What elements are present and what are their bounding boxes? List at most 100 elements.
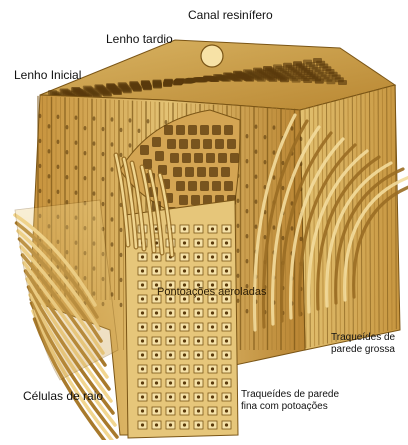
pit [255,125,258,129]
pit-aperture [183,395,186,398]
pit-aperture [141,311,144,314]
pit-aperture [155,409,158,412]
latewood-lumen [155,151,164,161]
pit-aperture [225,423,228,426]
label-thick-wall-line-2: parede grossa [331,344,395,356]
pit-aperture [183,423,186,426]
pit-aperture [155,395,158,398]
tracheid-lumen [163,82,172,87]
pit [93,141,96,145]
pit [48,124,51,128]
pit [75,141,78,145]
pit-aperture [169,311,172,314]
pit [264,235,267,239]
latewood-lumen [164,125,173,135]
pit-aperture [211,395,214,398]
pit [66,175,69,179]
pit-aperture [197,353,200,356]
pit [120,128,123,132]
pit [255,175,258,179]
pit [246,159,249,163]
pit [48,199,51,203]
tracheid-lumen [213,74,222,79]
pit-aperture [183,311,186,314]
tracheid-lumen [223,72,232,77]
pit [282,186,285,190]
label-resin-canal: Canal resinífero [188,9,273,23]
latewood-lumen [185,167,194,177]
pit-aperture [225,367,228,370]
tracheid-lumen [153,84,162,89]
pit-aperture [197,423,200,426]
pit [48,174,51,178]
pit-aperture [211,339,214,342]
pit [129,143,132,147]
pit [57,165,60,169]
pit-aperture [211,353,214,356]
pit [84,126,87,130]
pit [291,226,294,230]
pit-aperture [183,339,186,342]
pit [282,236,285,240]
pit [120,278,123,282]
latewood-lumen [200,125,209,135]
latewood-lumen [176,181,185,191]
pit-aperture [225,353,228,356]
pit-aperture [197,241,200,244]
pit [102,177,105,181]
pit [300,137,303,141]
pit-aperture [183,269,186,272]
tracheid-lumen [303,60,312,65]
pit [111,217,114,221]
latewood-lumen [173,167,182,177]
pit [102,152,105,156]
latewood-lumen [191,195,200,205]
label-early-wood: Lenho Inicial [14,69,81,83]
latewood-lumen [176,125,185,135]
tracheid-lumen [123,88,132,93]
pit-aperture [183,353,186,356]
pit [264,135,267,139]
pit-aperture [169,409,172,412]
pit [111,167,114,171]
resin-canal [201,45,223,67]
pit [255,200,258,204]
pit-aperture [197,381,200,384]
ray-fan-outline [15,200,118,380]
pit [273,150,276,154]
latewood-lumen [203,139,212,149]
latewood-lumen [188,125,197,135]
tracheid-lumen [273,64,282,69]
pit [237,224,240,228]
tracheid-lumen [233,71,242,76]
pit-aperture [211,241,214,244]
pit [120,253,123,257]
pit-aperture [183,241,186,244]
pit-aperture [155,325,158,328]
label-thick-wall-tracheids: Traqueídes de parede grossa [331,332,395,355]
pit-aperture [211,381,214,384]
pit [246,134,249,138]
pit-aperture [197,269,200,272]
tracheid-lumen [293,61,302,66]
pit [291,126,294,130]
pit [102,202,105,206]
tracheid-lumen [313,58,322,63]
pit-aperture [141,395,144,398]
pit-aperture [141,381,144,384]
tracheid-lumen [143,85,152,90]
pit-aperture [225,269,228,272]
pit [273,175,276,179]
pit-aperture [183,367,186,370]
pit [255,150,258,154]
pit-aperture [169,325,172,328]
pit [246,184,249,188]
pit-aperture [211,227,214,230]
pit-aperture [225,241,228,244]
pit-aperture [141,325,144,328]
pit-aperture [155,353,158,356]
pit [264,160,267,164]
latewood-lumen [218,153,227,163]
